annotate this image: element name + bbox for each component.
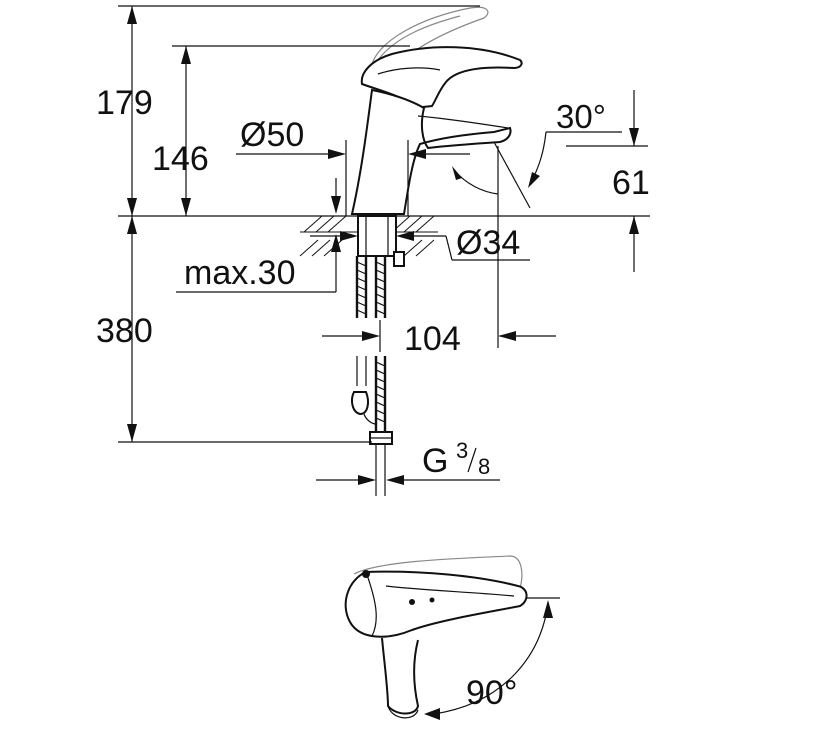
lever-pivot-dot — [362, 570, 370, 578]
dimension-base-diameter: Ø50 — [236, 116, 470, 216]
dimension-connection-length: 380 — [96, 216, 372, 443]
spout-top — [381, 637, 420, 715]
spout-reach-value: 104 — [404, 320, 461, 358]
dimension-spout-angle: 30° — [528, 98, 622, 188]
connection-length-value: 380 — [96, 312, 153, 350]
thread-letter: G — [422, 442, 448, 480]
dimension-shank-diameter: Ø34 — [310, 224, 530, 262]
flex-hose-lower — [351, 356, 387, 432]
dimension-spout-clearance: 61 — [566, 90, 650, 272]
max-deck-thickness-value: max.30 — [184, 254, 296, 292]
dimension-spout-reach: 104 — [322, 320, 556, 358]
thread-numerator: 3 — [456, 438, 468, 463]
hose-clip — [351, 391, 369, 416]
dimension-swivel-angle: 90° — [424, 597, 560, 720]
top-view: 90° — [344, 555, 560, 720]
side-view: 179 146 Ø50 30° — [96, 5, 650, 496]
flex-hose-left — [355, 256, 368, 318]
shank-diameter-value: Ø34 — [456, 224, 520, 262]
lever-top — [344, 570, 528, 638]
deck-hatching — [299, 215, 438, 257]
spout-angle-value: 30° — [556, 98, 606, 135]
spout-angle-arc — [453, 169, 499, 195]
thread-denominator: 8 — [478, 454, 490, 479]
base-diameter-value: Ø50 — [240, 116, 304, 154]
indicator-dot-cold — [429, 597, 435, 603]
dimension-max-deck-thickness: max.30 — [176, 178, 341, 293]
dimension-total-height: 179 — [96, 5, 480, 216]
flex-hose-right — [374, 256, 387, 318]
spout-height-value: 146 — [152, 140, 209, 178]
spout-clearance-value: 61 — [612, 164, 650, 202]
shank — [357, 215, 397, 257]
swivel-angle-value: 90° — [466, 674, 517, 712]
indicator-dot-hot — [409, 599, 415, 605]
swivel-ghost-outline — [353, 555, 523, 589]
dimension-thread: G 3 8 — [316, 438, 500, 485]
total-height-value: 179 — [96, 84, 153, 122]
faucet-body — [350, 88, 512, 215]
lever-raised-outline — [371, 6, 489, 73]
lever — [360, 46, 523, 110]
dimension-spout-height: 146 — [152, 45, 410, 216]
